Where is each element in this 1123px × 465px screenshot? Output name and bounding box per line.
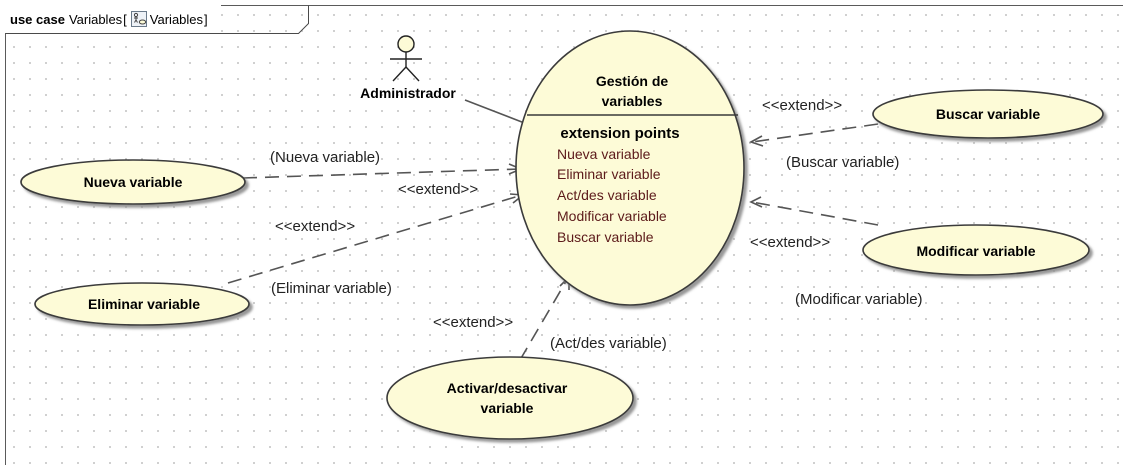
use-case-activar-desactivar-variable[interactable]: Activar/desactivar variable bbox=[386, 356, 634, 440]
actor-administrador[interactable]: Administrador bbox=[360, 35, 456, 101]
use-case-label: Modificar variable bbox=[916, 243, 1035, 259]
label-eliminar-condition: (Eliminar variable) bbox=[271, 280, 392, 297]
label-buscar-stereotype: <<extend>> bbox=[762, 97, 842, 114]
label-eliminar-stereotype: <<extend>> bbox=[275, 218, 355, 235]
label-activar-stereotype: <<extend>> bbox=[433, 314, 513, 331]
extension-point-eliminar: Eliminar variable bbox=[557, 166, 661, 182]
label-modificar-condition: (Modificar variable) bbox=[795, 291, 923, 308]
association-administrador-gestion[interactable] bbox=[464, 99, 528, 125]
extension-point-nueva: Nueva variable bbox=[557, 146, 651, 162]
label-modificar-stereotype: <<extend>> bbox=[750, 234, 830, 251]
use-case-label: Eliminar variable bbox=[88, 296, 200, 312]
use-case-eliminar-variable[interactable]: Eliminar variable bbox=[34, 282, 250, 326]
relation-labels: (Nueva variable) <<extend>> <<extend>> (… bbox=[270, 97, 923, 352]
label-nueva-stereotype: <<extend>> bbox=[398, 181, 478, 198]
use-case-modificar-variable[interactable]: Modificar variable bbox=[862, 224, 1090, 276]
extend-modificar-variable[interactable] bbox=[749, 196, 879, 226]
label-activar-condition: (Act/des variable) bbox=[550, 335, 667, 352]
use-case-title-line2: variables bbox=[602, 93, 663, 109]
use-case-label-line1: Activar/desactivar bbox=[447, 380, 568, 396]
use-case-nueva-variable[interactable]: Nueva variable bbox=[20, 159, 246, 205]
extension-points-title: extension points bbox=[560, 125, 679, 142]
frame-keyword: use case bbox=[10, 11, 65, 27]
frame-name: Variables bbox=[68, 11, 123, 27]
frame-bracket-close: ] bbox=[204, 11, 208, 27]
use-case-buscar-variable[interactable]: Buscar variable bbox=[872, 89, 1104, 139]
use-case-title-line1: Gestión de bbox=[596, 73, 669, 89]
extension-point-modificar: Modificar variable bbox=[557, 208, 667, 224]
use-case-label: Nueva variable bbox=[84, 174, 183, 190]
frame-diagram-ref: Variables bbox=[149, 11, 204, 27]
use-case-gestion-de-variables[interactable]: Gestión de variables extension points Nu… bbox=[515, 30, 745, 306]
extend-nueva-variable[interactable] bbox=[242, 163, 524, 179]
label-nueva-condition: (Nueva variable) bbox=[270, 149, 380, 166]
actor-name: Administrador bbox=[360, 85, 456, 101]
label-buscar-condition: (Buscar variable) bbox=[786, 154, 899, 171]
use-case-diagram-icon[interactable] bbox=[130, 11, 147, 27]
relations bbox=[227, 99, 879, 361]
extension-point-actdes: Act/des variable bbox=[557, 187, 657, 203]
extension-point-buscar: Buscar variable bbox=[557, 229, 654, 245]
frame-header: use case Variables [ Variables ] bbox=[5, 5, 221, 33]
frame-bracket-open: [ bbox=[123, 11, 127, 27]
extend-eliminar-variable[interactable] bbox=[227, 193, 526, 284]
use-case-label-line2: variable bbox=[481, 400, 534, 416]
frame-border bbox=[5, 5, 1123, 465]
extend-buscar-variable[interactable] bbox=[749, 123, 879, 147]
use-case-label: Buscar variable bbox=[936, 106, 1040, 122]
frame-tab-outline bbox=[5, 5, 309, 34]
